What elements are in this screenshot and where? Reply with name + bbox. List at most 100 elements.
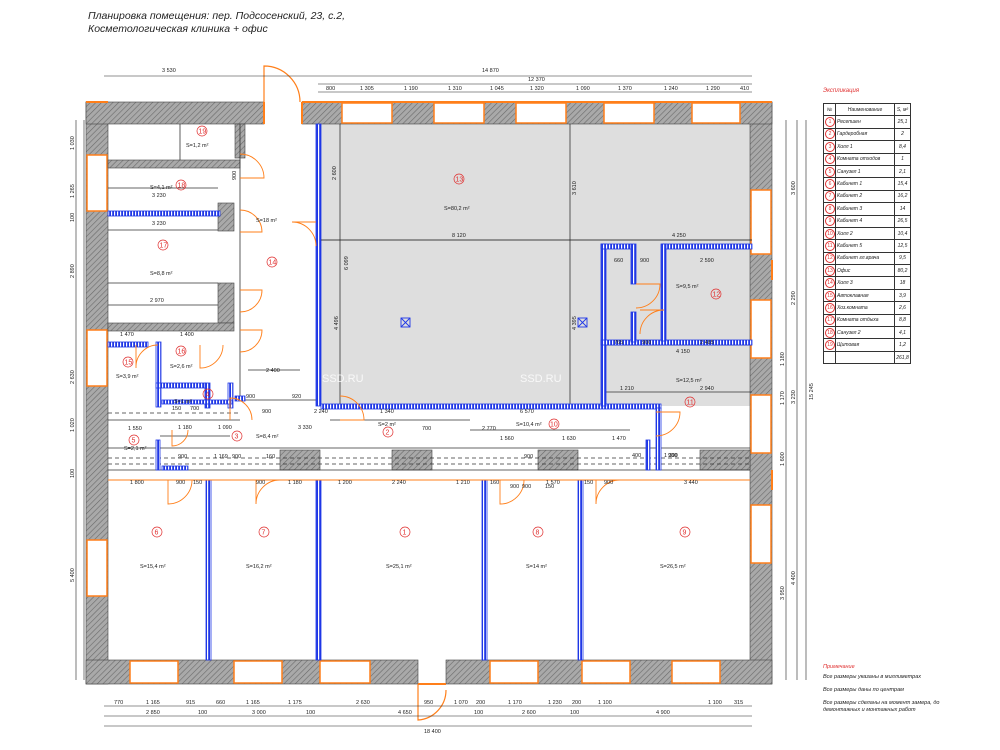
dim-label: 4 650 — [398, 710, 412, 716]
dim-label: 900 — [256, 480, 265, 486]
dim-label: 900 — [640, 258, 649, 264]
dim-label: 1 265 — [70, 184, 76, 198]
room-number: 7 — [262, 530, 266, 537]
dim-top-total: 14 870 — [482, 68, 499, 74]
legend-row-area: 25,1 — [894, 115, 911, 129]
dim-label: 1 470 — [612, 436, 626, 442]
page-title-line2: Косметологическая клиника + офис — [88, 23, 268, 35]
room-area: S=10,4 m² — [516, 422, 542, 428]
room-number: 9 — [683, 530, 687, 537]
dim-label: 1 320 — [530, 86, 544, 92]
legend-total-empty — [835, 350, 895, 365]
legend-row-name: Холл 3 — [835, 276, 895, 290]
legend-title: Экспликация — [823, 88, 860, 94]
dim-label: 2 890 — [70, 264, 76, 278]
legend-row-no: 5 — [823, 164, 836, 179]
legend-row-area: 15,4 — [894, 177, 911, 191]
room-area: S=80,2 m² — [444, 206, 470, 212]
room-area: S=8,8 m² — [150, 271, 173, 277]
legend-row-name: Кабинет 1 — [835, 177, 895, 191]
dim-label: 1 210 — [620, 386, 634, 392]
dim-label: 1 370 — [618, 86, 632, 92]
legend-total-empty — [823, 350, 836, 365]
room-2: 2 S=2 m² — [378, 422, 396, 438]
dim-top-left: 3 530 — [162, 68, 176, 74]
legend-row-no: 7 — [823, 189, 836, 204]
dim-label: 1 230 — [548, 700, 562, 706]
legend-row-area: 9,5 — [894, 251, 911, 266]
dim-label: 800 — [326, 86, 335, 92]
legend-row-area: 1 — [894, 152, 911, 166]
dim-label: 1 305 — [360, 86, 374, 92]
dim-label: 1 090 — [218, 425, 232, 431]
legend-row-no: 18 — [823, 326, 836, 340]
room-3: 3 S=8,4 m² — [231, 430, 279, 442]
legend-row-area: 2 — [894, 127, 911, 142]
room-area: S=1,2 m² — [186, 143, 209, 149]
note-item: Все размеры даны по центрам — [823, 687, 904, 693]
room-area: S=25,1 m² — [386, 564, 412, 570]
office-dim: 6 099 — [344, 256, 350, 270]
dim-label: 1 630 — [562, 436, 576, 442]
room-12: 12 S=9,5 m² — [676, 284, 722, 300]
legend-row-name: Офис — [835, 264, 895, 278]
legend-row-no: 11 — [823, 239, 836, 253]
blue-partitions — [107, 123, 753, 661]
dim-label: 950 — [424, 700, 433, 706]
dim-label: 1 170 — [508, 700, 522, 706]
interior-doors — [135, 153, 681, 505]
dim-label: 1 175 — [288, 700, 302, 706]
room-area: S=18 m² — [256, 218, 277, 224]
room-number-badge: 12 — [825, 253, 835, 264]
room-area: S=15,4 m² — [140, 564, 166, 570]
dim-label: 315 — [734, 700, 743, 706]
legend-row-area: 4,1 — [894, 326, 911, 340]
dim-label: 3 440 — [684, 480, 698, 486]
dim-label: 1 030 — [70, 136, 76, 150]
dim-label: 900 — [246, 394, 255, 400]
dim-label: 15 245 — [809, 383, 815, 400]
room-number: 12 — [713, 292, 721, 299]
dim-label: 900 — [232, 454, 241, 460]
legend-row-area: 26,5 — [894, 214, 911, 228]
room-number-badge: 19 — [825, 340, 835, 351]
room-number: 6 — [155, 530, 159, 537]
legend-row-name: Гардеробная — [835, 127, 895, 142]
legend-row-no: 17 — [823, 313, 836, 328]
dim-label: 6 570 — [520, 409, 534, 415]
dim-label: 900 — [510, 484, 519, 490]
dim-label: 150 — [193, 480, 202, 486]
dim-label: 1 560 — [500, 436, 514, 442]
room-number-badge: 1 — [825, 117, 835, 128]
room-area: S=1 m² — [174, 399, 192, 405]
room-5: 5 S=2,1 m² — [124, 434, 147, 452]
dim-label: 1 570 — [546, 480, 560, 486]
room-number-badge: 3 — [825, 141, 835, 152]
room-number: 14 — [269, 260, 277, 267]
room-area: S=3,9 m² — [116, 374, 139, 380]
dim-label: 915 — [186, 700, 195, 706]
room-number-badge: 11 — [825, 240, 835, 251]
legend-row-no: 12 — [823, 251, 836, 266]
room-1: 1 S=25,1 m² — [386, 526, 412, 570]
room-16: 16 S=2,6 m² — [170, 345, 193, 370]
dim-label: 5 400 — [70, 568, 76, 582]
office-dim: 4 250 — [672, 233, 686, 239]
legend-header-area: S, м² — [894, 102, 911, 117]
dim-label: 900 — [178, 454, 187, 460]
legend-row-area: 80,2 — [894, 264, 911, 278]
dim-label: 1 090 — [576, 86, 590, 92]
dim-label: 1 290 — [706, 86, 720, 92]
legend-row-name: Санузел 2 — [835, 326, 895, 340]
room-number: 11 — [687, 400, 694, 407]
legend-row-no: 2 — [823, 127, 836, 142]
dim-label: 900 — [522, 484, 531, 490]
